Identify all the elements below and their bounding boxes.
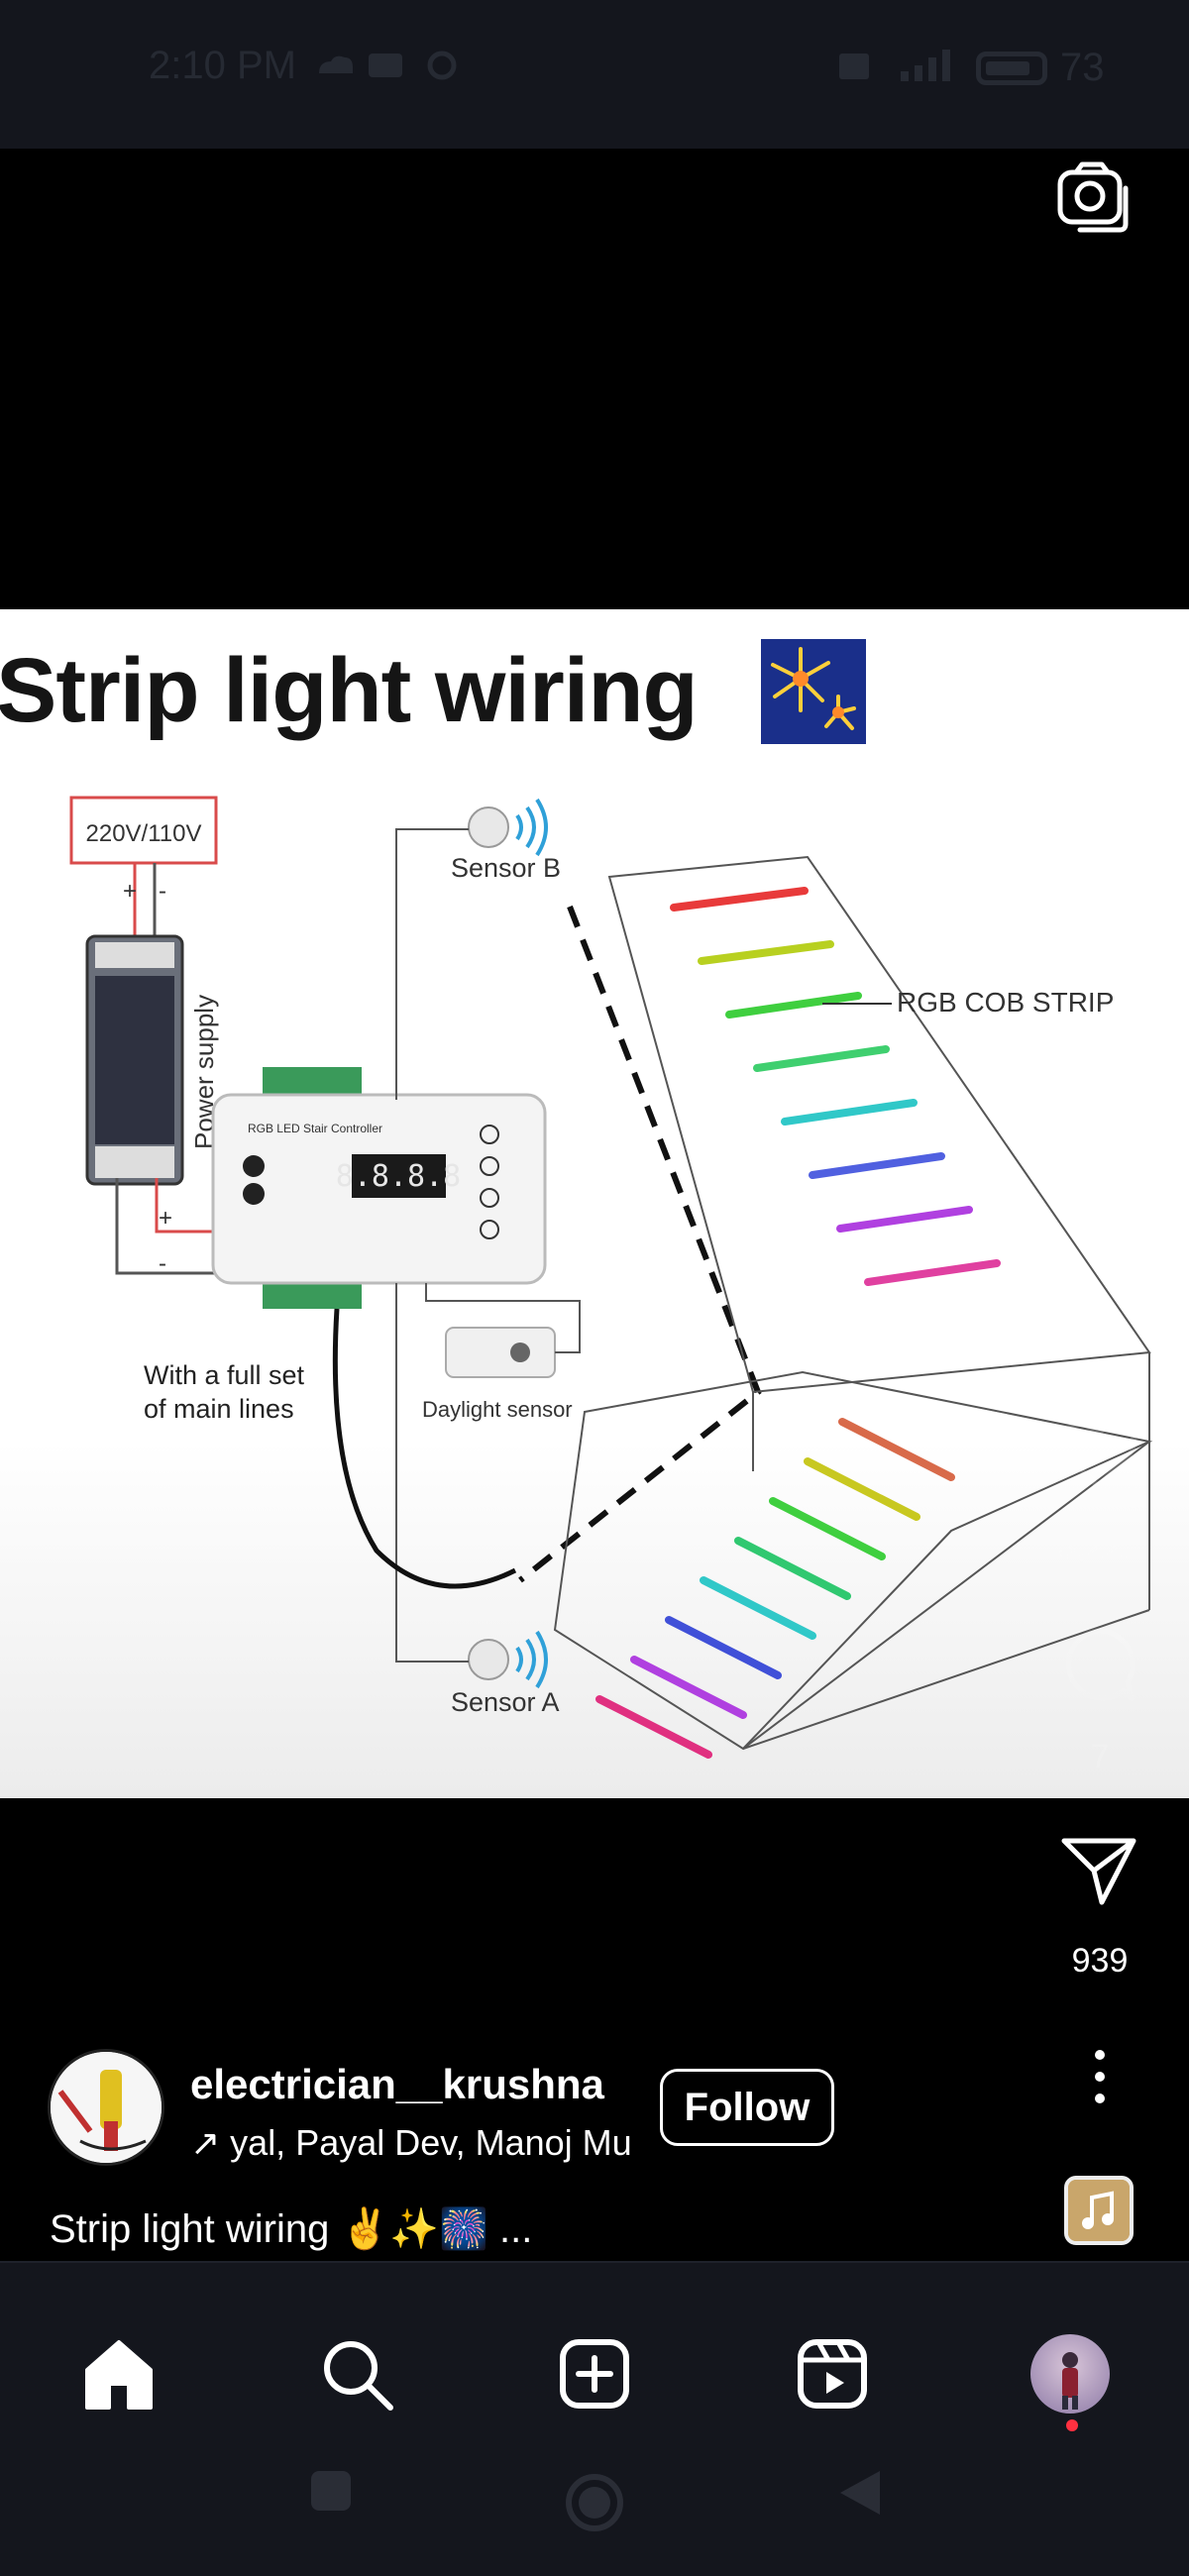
nav-divider: [0, 2261, 1189, 2263]
camera-icon[interactable]: [1054, 159, 1130, 234]
home-system-button[interactable]: [563, 2471, 626, 2534]
create-post-icon[interactable]: [555, 2334, 634, 2414]
more-options-icon[interactable]: [1080, 2049, 1120, 2104]
follow-button[interactable]: Follow: [660, 2069, 834, 2146]
post-image[interactable]: Strip light wiring 220V/110V + - Power s…: [0, 609, 1189, 1798]
stairs: [553, 855, 1153, 1751]
author-avatar[interactable]: [48, 2049, 164, 2166]
audio-thumbnail[interactable]: [1064, 2176, 1134, 2245]
share-count: 939: [1071, 1942, 1129, 1980]
status-time: 2:10 PM: [149, 44, 296, 87]
battery-percent: 73: [1060, 46, 1105, 89]
signal-icon: [839, 50, 950, 81]
power-label-box: [69, 796, 218, 865]
sensor-b: [468, 798, 548, 857]
post-caption[interactable]: Strip light wiring ✌️✨🎆 ...: [50, 2207, 533, 2251]
power-label: 220V/110V: [86, 820, 202, 847]
daylight-sensor: [445, 1327, 556, 1378]
daylight-label: Daylight sensor: [422, 1397, 573, 1422]
home-icon[interactable]: [79, 2334, 159, 2414]
controller-title: RGB LED Stair Controller: [248, 1122, 382, 1135]
back-button[interactable]: [836, 2467, 884, 2519]
controller-display: 8.8.8.8: [336, 1159, 461, 1194]
svg-text:+: +: [159, 1205, 172, 1232]
svg-text:+: +: [123, 878, 137, 905]
sensor-b-label: Sensor B: [451, 853, 561, 883]
mainlines-label-2: of main lines: [144, 1394, 294, 1424]
collaborators[interactable]: ↗ yal, Payal Dev, Manoj Mu: [190, 2122, 632, 2163]
bottom-nav: [0, 2261, 1189, 2576]
mainlines-label-1: With a full set: [144, 1360, 305, 1390]
power-supply: [85, 934, 184, 1186]
firework-emoji: [761, 639, 866, 744]
notification-dot: [1066, 2419, 1078, 2431]
svg-text:-: -: [159, 1250, 166, 1277]
sensor-a-label: Sensor A: [451, 1687, 560, 1717]
like-icon[interactable]: [1058, 1419, 1137, 1490]
search-icon[interactable]: [317, 2334, 396, 2414]
author-username[interactable]: electrician__krushna: [190, 2061, 604, 2107]
recents-button[interactable]: [307, 2467, 355, 2515]
sensor-a: [468, 1630, 548, 1689]
comment-icon[interactable]: [1058, 1625, 1137, 1704]
like-count: 3,221: [1057, 1528, 1142, 1565]
svg-text:-: -: [159, 878, 166, 905]
battery-icon: [976, 52, 1047, 85]
stair-controller: 8.8.8.8 RGB LED Stair Controller: [211, 1067, 547, 1309]
post-image-title: Strip light wiring: [0, 640, 699, 741]
comment-count: 7: [1090, 1738, 1110, 1775]
status-bar: 2:10 PM 73: [0, 0, 1189, 149]
profile-avatar[interactable]: [1030, 2334, 1110, 2414]
reels-icon[interactable]: [793, 2334, 872, 2414]
strip-label: RGB COB STRIP: [897, 987, 1114, 1018]
notification-icons: [319, 51, 457, 80]
share-icon[interactable]: [1060, 1835, 1137, 1906]
wiring-diagram: 220V/110V + - Power supply + - 8.8.8.8 R…: [69, 796, 1153, 1759]
